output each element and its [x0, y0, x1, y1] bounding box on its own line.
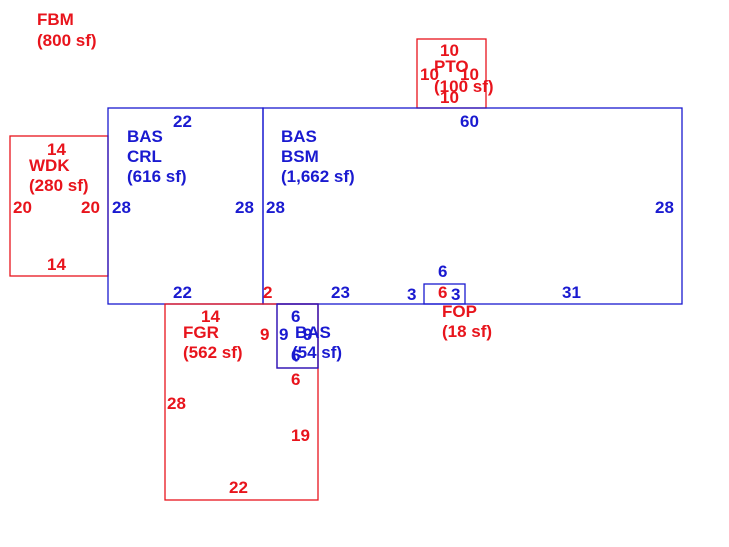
pto-dim-top: 10	[440, 41, 459, 60]
fbm-area-label: (800 sf)	[37, 31, 97, 50]
bas-crl-code-label: BAS	[127, 127, 163, 146]
fgr-dim-left: 28	[167, 394, 186, 413]
bsm-dim-bottom-23: 23	[331, 283, 350, 302]
bas-bsm-outline	[262, 107, 683, 305]
bsm-dim-right: 28	[655, 198, 674, 217]
wdk-dim-bottom: 14	[47, 255, 66, 274]
small-dim-left: 9	[260, 325, 269, 344]
pto-dim-bottom: 10	[440, 88, 459, 107]
bsm-dim-left: 28	[266, 198, 285, 217]
crl-dim-top: 22	[173, 112, 192, 131]
small-dim-top: 6	[291, 307, 300, 326]
small-dim-bottom-red: 6	[291, 370, 300, 389]
crl-dim-bottom: 22	[173, 283, 192, 302]
fgr-area-label: (562 sf)	[183, 343, 243, 362]
fbm-code-label: FBM	[37, 10, 74, 29]
wdk-code-label: WDK	[29, 156, 70, 175]
wdk-area: 14 WDK (280 sf) 20 20 14	[9, 135, 109, 277]
fgr-dim-bottom: 22	[229, 478, 248, 497]
bas-crl-sub-label: CRL	[127, 147, 162, 166]
wdk-area-label: (280 sf)	[29, 176, 89, 195]
bas-small-area: 6 9 9 9 BAS (54 sf) 6 6	[260, 303, 342, 389]
bas-bsm-code-label: BAS	[281, 127, 317, 146]
bas-crl-area: 22 BAS CRL (616 sf) 28 28 22	[107, 107, 264, 305]
fgr-code-label: FGR	[183, 323, 219, 342]
fbm-area: FBM (800 sf)	[37, 10, 97, 50]
bsm-dim-bottom-3a: 3	[407, 285, 416, 304]
fgr-dim-right: 19	[291, 426, 310, 445]
fop-dim-top: 6	[438, 262, 447, 281]
small-dim-inner-right: 9	[303, 325, 312, 344]
bas-crl-area-label: (616 sf)	[127, 167, 187, 186]
fgr-dim-top: 14	[201, 307, 220, 326]
fop-area: 6 6 FOP (18 sf)	[423, 262, 492, 341]
pto-code-label: PTO	[434, 57, 469, 76]
wdk-dim-left: 20	[13, 198, 32, 217]
bas-small-code-label: BAS	[295, 323, 331, 342]
bsm-dim-bottom-2: 2	[263, 283, 272, 302]
fop-area-label: (18 sf)	[442, 322, 492, 341]
bsm-dim-top: 60	[460, 112, 479, 131]
crl-dim-left: 28	[112, 198, 131, 217]
fop-outline	[423, 283, 466, 305]
pto-area-label: (100 sf)	[434, 77, 494, 96]
bas-bsm-area-label: (1,662 sf)	[281, 167, 355, 186]
bas-small-area-label: (54 sf)	[292, 343, 342, 362]
bsm-dim-bottom-31: 31	[562, 283, 581, 302]
crl-dim-right: 28	[235, 198, 254, 217]
pto-area: 10 10 10 10 PTO (100 sf)	[416, 38, 494, 109]
small-dim-inner-left: 9	[279, 325, 288, 344]
fgr-outline	[164, 303, 319, 501]
bas-bsm-area: 60 BAS BSM (1,662 sf) 28 28 2 23 3 3 31	[262, 107, 683, 305]
fop-dim-bottom: 6	[438, 283, 447, 302]
small-dim-bottom: 6	[291, 346, 300, 365]
fop-code-label: FOP	[442, 302, 477, 321]
fgr-area: 14 FGR (562 sf) 28 19 22	[164, 303, 319, 501]
bsm-dim-bottom-3b: 3	[451, 285, 460, 304]
bas-bsm-sub-label: BSM	[281, 147, 319, 166]
bas-small-blue-outline	[276, 303, 319, 369]
wdk-dim-right: 20	[81, 198, 100, 217]
wdk-dim-top: 14	[47, 140, 66, 159]
pto-dim-right: 10	[460, 65, 479, 84]
pto-dim-left: 10	[420, 65, 439, 84]
